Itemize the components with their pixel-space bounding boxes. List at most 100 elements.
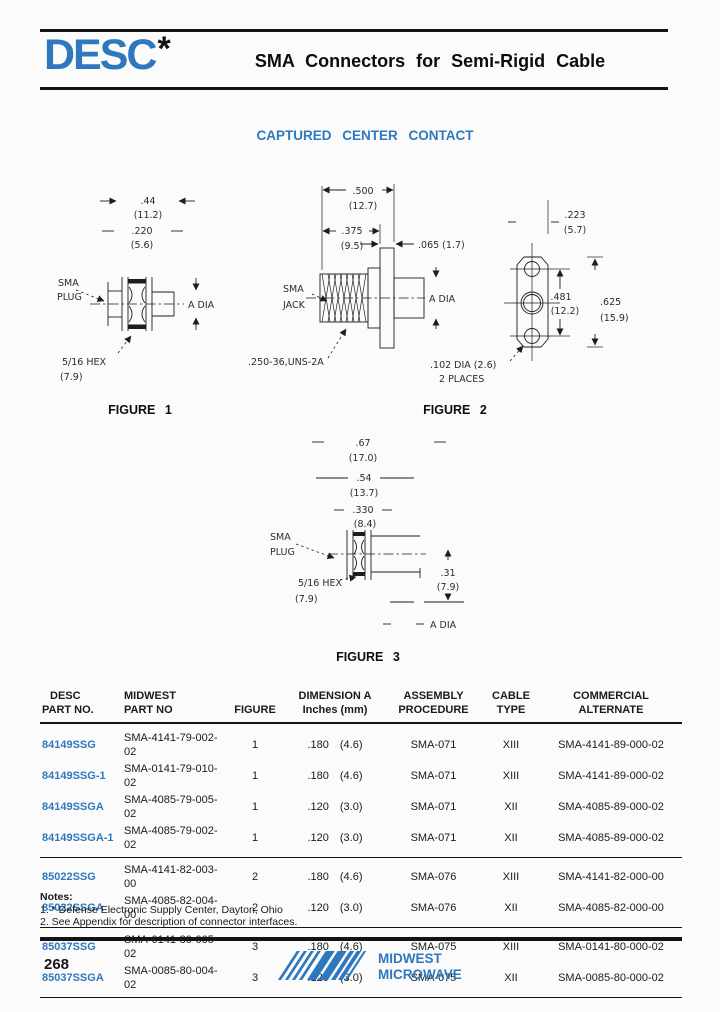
note-item: 2. See Appendix for description of conne… — [40, 916, 298, 928]
fig1-dim-220: .220 — [131, 226, 152, 237]
header-figure-1 — [225, 690, 285, 704]
fig2-dim-375: .375 — [341, 226, 362, 237]
fig1-label-hex-mm: (7.9) — [60, 372, 83, 383]
fig2-dim-500: .500 — [352, 186, 373, 197]
header-assembly-1: ASSEMBLY — [403, 690, 464, 702]
cell-figure: 1 — [251, 801, 259, 813]
cell-cable: XII — [504, 832, 518, 844]
cell-figure: 1 — [251, 739, 259, 751]
fig3-label-sma: SMA — [270, 532, 291, 543]
page-title: SMA Connectors for Semi-Rigid Cable — [254, 51, 606, 71]
cell-midwest: SMA-4141-79-002-02 — [124, 732, 218, 758]
cell-assembly: SMA-076 — [410, 871, 457, 883]
brand-line-2: MICROWAVE — [378, 967, 462, 982]
header-cable-2: TYPE — [482, 704, 540, 724]
figure-2-drawing: .500 (12.7) .375 (9.5) .065 (1.7) SMA JA… — [248, 184, 629, 385]
parts-table-header: DESC MIDWEST DIMENSION A ASSEMBLY CABLE … — [40, 690, 682, 724]
cell-commercial: SMA-0141-80-000-02 — [558, 941, 664, 953]
note-item: 1. * Defense Electronic Supply Center, D… — [40, 903, 283, 916]
cell-dim: .180 (4.6) — [307, 770, 363, 782]
cell-desc: 84149SSG — [42, 739, 96, 751]
cell-figure: 3 — [225, 962, 285, 998]
fig1-label-hex: 5/16 HEX — [62, 357, 106, 368]
header-midwest-2: PART NO — [120, 704, 225, 724]
fig1-dim-44: .44 — [140, 196, 155, 207]
cell-cable: XII — [504, 801, 518, 813]
fig2-dim-500-mm: (12.7) — [349, 201, 378, 212]
fig3-label-plug: PLUG — [270, 547, 295, 558]
figure-3-caption: FIGURE 3 — [336, 650, 400, 664]
fig1-dim-44-mm: (11.2) — [134, 210, 163, 221]
desc-logo: DESC* — [44, 31, 171, 79]
cell-midwest: SMA-4141-82-003-00 — [124, 864, 218, 890]
fig1-label-plug: PLUG — [57, 292, 82, 303]
cell-figure: 1 — [251, 832, 259, 844]
section-title: CAPTURED CENTER CONTACT — [256, 128, 474, 143]
cell-cable: XIII — [502, 770, 520, 782]
cell-cable: XIII — [502, 739, 520, 751]
desc-logo-text: DESC — [44, 31, 157, 79]
fig3-dim-67: .67 — [355, 438, 370, 449]
header-desc-1: DESC — [50, 690, 81, 702]
fig3-label-hex: 5/16 HEX — [298, 578, 342, 589]
cell-commercial: SMA-4085-89-000-02 — [558, 801, 664, 813]
fig2-label-thread: .250-36,UNS-2A — [248, 357, 324, 368]
fig1-label-a-dia: A DIA — [188, 300, 215, 311]
cell-desc: 84149SSGA — [42, 801, 104, 813]
figure-1-caption: FIGURE 1 — [108, 403, 172, 417]
fig3-dim-54: .54 — [356, 473, 371, 484]
cell-assembly: SMA-071 — [410, 770, 457, 782]
cell-dim: .120 (3.0) — [307, 832, 363, 844]
fig2-label-sma: SMA — [283, 284, 304, 295]
cell-cable: XIII — [502, 941, 520, 953]
fig3-dim-54-mm: (13.7) — [350, 488, 379, 499]
fig3-label-a-dia: A DIA — [430, 620, 457, 631]
fig2-label-a-dia: A DIA — [429, 294, 456, 305]
fig3-dim-31-mm: (7.9) — [437, 582, 460, 593]
page-number: 268 — [44, 956, 70, 973]
parts-table: DESC MIDWEST DIMENSION A ASSEMBLY CABLE … — [40, 690, 682, 998]
fig2-dim-481: .481 — [550, 292, 571, 303]
table-row: 84149SSG SMA-4141-79-002-02 1 .180 (4.6) SMA… — [40, 723, 682, 760]
notes-title: Notes: — [40, 891, 73, 903]
header-dimension-2: Inches (mm) — [285, 704, 385, 724]
parts-table-body: 84149SSG SMA-4141-79-002-02 1 .180 (4.6) SMA… — [40, 723, 682, 998]
cell-desc: 84149SSGA-1 — [42, 832, 114, 844]
header-rule — [40, 87, 668, 90]
header-figure-2: FIGURE — [225, 704, 285, 724]
fig3-dim-330: .330 — [352, 505, 373, 516]
cell-figure: 2 — [251, 902, 259, 914]
fig2-label-holes-2: 2 PLACES — [439, 374, 484, 385]
cell-commercial: SMA-4141-82-000-00 — [558, 871, 664, 883]
footer-rule — [40, 937, 682, 941]
cell-commercial: SMA-4085-82-000-00 — [558, 902, 664, 914]
fig1-label-sma: SMA — [58, 278, 79, 289]
cell-desc: 84149SSG-1 — [42, 770, 106, 782]
cell-commercial: SMA-0085-80-000-02 — [540, 962, 682, 998]
fig3-label-hex-mm: (7.9) — [295, 594, 318, 605]
table-group-separator — [40, 853, 682, 861]
table-row: 85022SSGA SMA-4085-82-004-00 2 .120 (3.0) SM… — [40, 892, 682, 923]
cell-desc: 85037SSG — [42, 941, 96, 953]
cell-commercial: SMA-4085-89-000-02 — [558, 832, 664, 844]
figure-2-caption: FIGURE 2 — [423, 403, 487, 417]
figure-1-drawing: .44 (11.2) .220 (5.6) SMA PLUG A DIA 5/1… — [57, 196, 215, 383]
cell-assembly: SMA-071 — [410, 801, 457, 813]
desc-logo-asterisk: * — [157, 30, 171, 68]
cell-dim: .180 (4.6) — [307, 739, 363, 751]
cell-commercial: SMA-4141-89-000-02 — [558, 739, 664, 751]
cell-cable: XII — [482, 962, 540, 998]
cell-desc: 85022SSGA — [42, 902, 104, 914]
cell-midwest: SMA-4085-82-004-00 — [124, 895, 218, 921]
header-desc-2: PART NO. — [40, 704, 120, 724]
cell-assembly: SMA-075 — [385, 962, 482, 998]
fig2-dim-223: .223 — [564, 210, 585, 221]
cell-dim: .120 (3.0) — [307, 902, 363, 914]
cell-dim: .120 (3.0) — [307, 801, 363, 813]
cell-commercial: SMA-4141-89-000-02 — [558, 770, 664, 782]
fig2-label-jack: JACK — [282, 300, 306, 311]
cell-assembly: SMA-071 — [410, 832, 457, 844]
